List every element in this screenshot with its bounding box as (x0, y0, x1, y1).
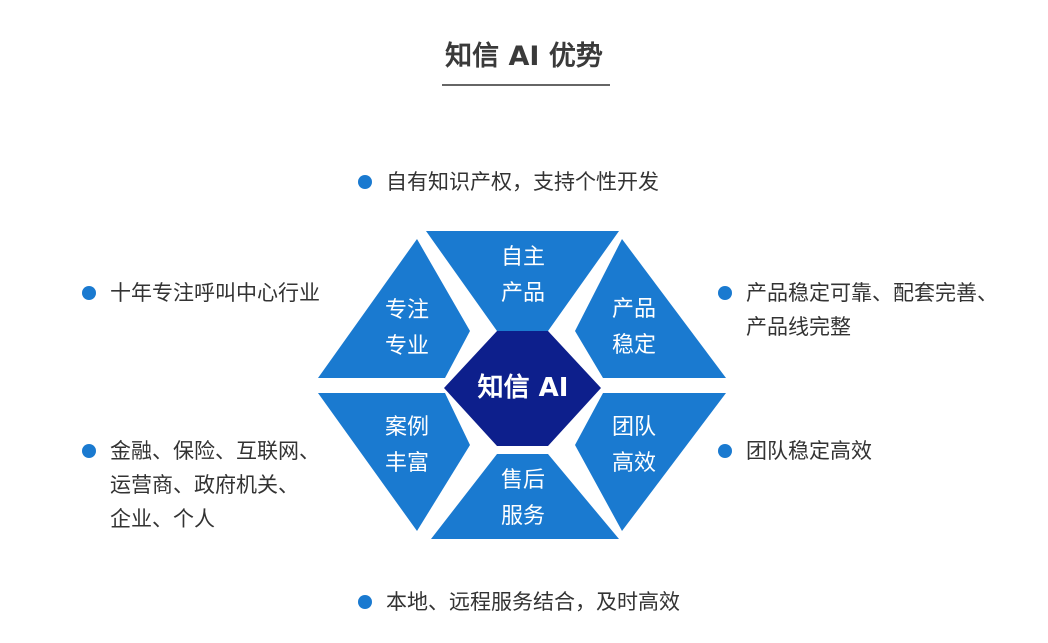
segment-label-top-left: 专注 专业 (362, 293, 452, 365)
segment-bottom (431, 454, 619, 539)
bullet-dot (718, 286, 732, 300)
segment-top (426, 231, 619, 331)
center-hexagon (444, 331, 601, 446)
segment-label-line: 丰富 (384, 451, 429, 476)
bullet-text: 产品稳定可靠、配套完善、 (746, 281, 998, 305)
segment-label-line: 专注 (384, 298, 429, 323)
segment-label-line: 产品 (500, 281, 545, 306)
segment-label-bottom-right: 团队 高效 (589, 410, 679, 482)
segment-top-left (318, 239, 470, 378)
bullet-dot (358, 595, 372, 609)
segment-label-bottom: 售后 服务 (478, 463, 568, 535)
segment-label-line: 产品 (611, 297, 656, 322)
segment-label-bottom-left: 案例 丰富 (362, 410, 452, 482)
bullet-text: 金融、保险、互联网、 (110, 439, 320, 463)
segment-bottom-right (575, 393, 726, 531)
bullet-top: 自有知识产权，支持个性开发 (358, 165, 659, 199)
segment-label-line: 服务 (500, 504, 545, 529)
segment-label-line: 专业 (384, 334, 429, 359)
segment-label-line: 售后 (500, 468, 545, 493)
segment-label-top-right: 产品 稳定 (589, 292, 679, 364)
bullet-left-top: 十年专注呼叫中心行业 (82, 276, 320, 310)
segment-label-line: 团队 (611, 415, 656, 440)
center-label: 知信 AI (477, 373, 569, 403)
segment-label-line: 高效 (611, 451, 656, 476)
bullet-text: 运营商、政府机关、 (110, 473, 299, 497)
bullet-text: 产品线完整 (746, 315, 851, 339)
bullet-dot (82, 444, 96, 458)
bullet-text: 本地、远程服务结合，及时高效 (386, 590, 680, 614)
bullet-text: 团队稳定高效 (746, 439, 872, 463)
bullet-text: 自有知识产权，支持个性开发 (386, 170, 659, 194)
bullet-left-bottom: 金融、保险、互联网、 运营商、政府机关、 企业、个人 (82, 434, 320, 536)
bullet-text: 企业、个人 (110, 507, 215, 531)
bullet-text: 十年专注呼叫中心行业 (110, 281, 320, 305)
segment-label-line: 稳定 (611, 333, 656, 358)
bullet-right-bottom: 团队稳定高效 (718, 434, 872, 468)
segment-label-line: 自主 (500, 245, 545, 270)
segment-top-right (575, 239, 726, 378)
bullet-dot (718, 444, 732, 458)
page-title: 知信 AI 优势 (445, 41, 603, 72)
bullet-dot (82, 286, 96, 300)
bullet-right-top: 产品稳定可靠、配套完善、 产品线完整 (718, 276, 998, 344)
bullet-dot (358, 175, 372, 189)
bullet-bottom: 本地、远程服务结合，及时高效 (358, 585, 680, 619)
segment-bottom-left (318, 393, 470, 531)
segment-label-top: 自主 产品 (478, 240, 568, 312)
segment-label-line: 案例 (384, 415, 429, 440)
title-underline (442, 84, 610, 86)
